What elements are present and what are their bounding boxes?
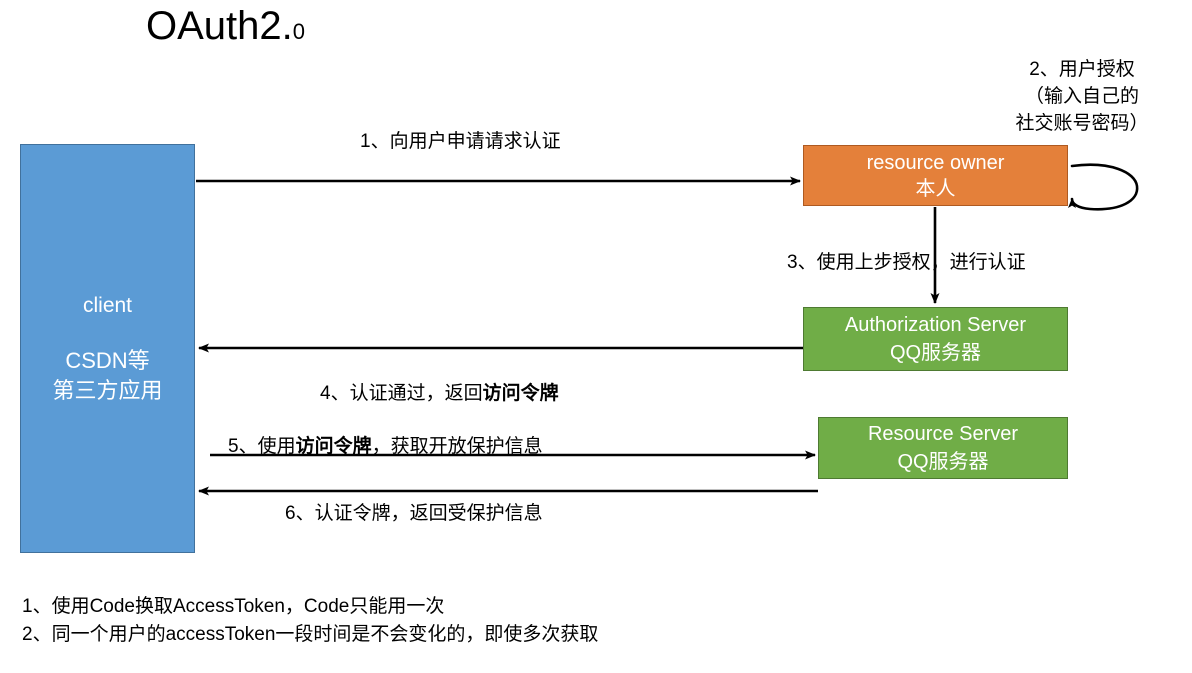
step-label-5-suffix: ，获取开放保护信息 bbox=[371, 436, 543, 457]
step-label-4: 4、认证通过，返回访问令牌 bbox=[320, 381, 559, 406]
step-label-2: 2、用户授权 （输入自己的 社交账号密码） bbox=[992, 56, 1172, 137]
auth-server-name-cn: QQ服务器 bbox=[889, 342, 982, 364]
resource-server-name-cn: QQ服务器 bbox=[897, 451, 989, 473]
step-label-6: 6、认证令牌，返回受保护信息 bbox=[285, 503, 543, 524]
footer-note-1: 1、使用Code换取AccessToken，Code只能用一次 bbox=[22, 596, 445, 617]
step-label-5-emphasis: 访问令牌 bbox=[295, 436, 372, 457]
footer-notes: 1、使用Code换取AccessToken，Code只能用一次 2、同一个用户的… bbox=[22, 593, 598, 649]
step-label-5: 5、使用访问令牌，获取开放保护信息 bbox=[228, 434, 543, 459]
owner-name-en: resource owner bbox=[866, 151, 1005, 174]
step-label-1: 1、向用户申请请求认证 bbox=[360, 131, 561, 152]
node-client[interactable]: client CSDN等 第三方应用 bbox=[20, 144, 195, 553]
page-title: OAuth2.0 bbox=[146, 3, 305, 55]
owner-name-cn: 本人 bbox=[915, 177, 956, 200]
client-name-cn-line1: CSDN等 bbox=[65, 347, 150, 373]
step-label-4-prefix: 4、认证通过，返回 bbox=[320, 383, 483, 404]
title-suffix: 0 bbox=[292, 19, 306, 44]
client-name-cn-line2: 第三方应用 bbox=[52, 377, 163, 403]
step-label-2-line3: 社交账号密码） bbox=[1015, 113, 1149, 134]
auth-server-name-en: Authorization Server bbox=[844, 314, 1027, 336]
step-label-2-line1: 2、用户授权 bbox=[1029, 59, 1135, 80]
client-name-en: client bbox=[82, 293, 133, 317]
title-main: OAuth2. bbox=[146, 4, 293, 48]
arrow-step2-owner-self-loop bbox=[1068, 163, 1139, 211]
step-label-4-emphasis: 访问令牌 bbox=[482, 383, 559, 404]
step-label-5-prefix: 5、使用 bbox=[228, 436, 296, 457]
step-label-3: 3、使用上步授权，进行认证 bbox=[787, 252, 1026, 273]
node-resource-owner[interactable]: resource owner 本人 bbox=[803, 145, 1068, 206]
step-label-2-line2: （输入自己的 bbox=[1024, 86, 1139, 107]
resource-server-name-en: Resource Server bbox=[867, 423, 1019, 445]
node-resource-server[interactable]: Resource Server QQ服务器 bbox=[818, 417, 1068, 479]
footer-note-2: 2、同一个用户的accessToken一段时间是不会变化的，即使多次获取 bbox=[22, 624, 599, 645]
node-authorization-server[interactable]: Authorization Server QQ服务器 bbox=[803, 307, 1068, 371]
